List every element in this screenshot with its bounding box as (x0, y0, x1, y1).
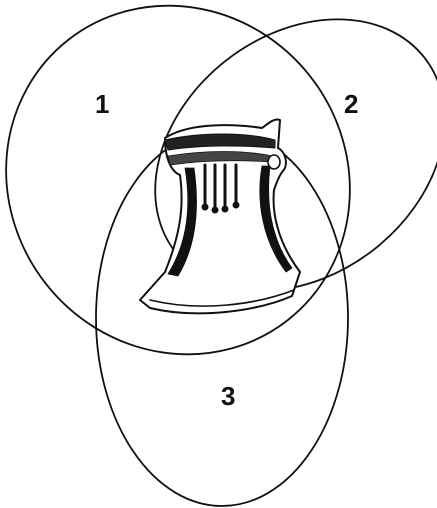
rib-2-drop (212, 207, 218, 213)
axe-head-outline (140, 119, 300, 313)
region-label-3: 3 (221, 381, 235, 411)
ancient-axe-head-drawing-icon (140, 119, 300, 313)
region-label-1: 1 (95, 89, 109, 119)
rib-4-drop (233, 202, 239, 208)
rib-1-drop (202, 204, 208, 210)
rib-3-drop (222, 206, 228, 212)
region-label-2: 2 (344, 89, 358, 119)
